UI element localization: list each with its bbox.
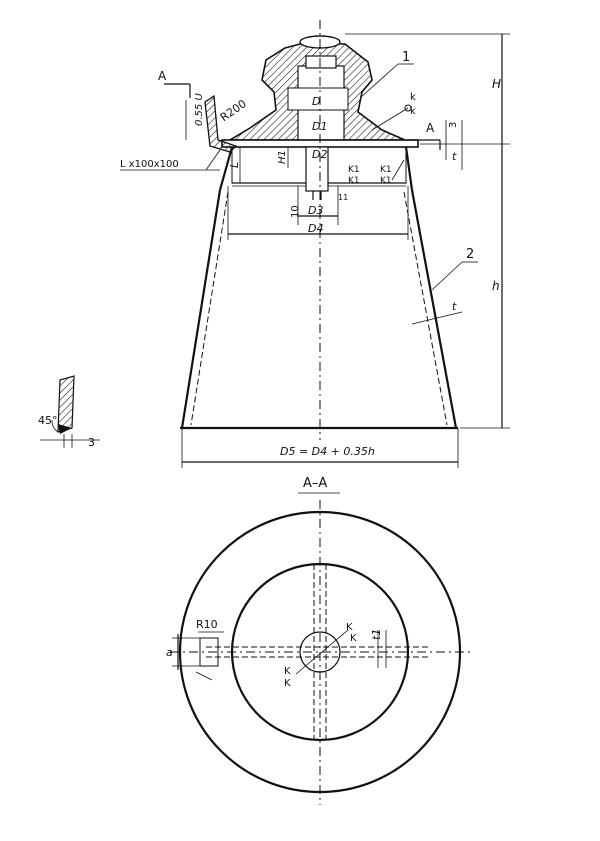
label-L: L [228,162,241,168]
label-K-c: K [284,666,291,677]
label-part-1: 1 [402,50,410,65]
section-a-a: A–A R10 a t1 K K K K [166,476,470,805]
label-D1: D1 [312,120,327,133]
label-k-a: k [410,92,416,103]
label-K1-b: K1 [348,176,360,186]
hub-d-zone [287,87,349,111]
label-a: a [166,646,173,659]
section-mark-left: A [158,69,167,83]
label-eleven: 11 [338,193,348,202]
label-K-b: K [350,633,357,644]
label-t-side: t [452,300,457,313]
section-title: A–A [303,476,327,491]
label-angle-45: 45° [38,414,58,427]
label-part-2: 2 [466,247,474,262]
weld-detail: 45° 3 [38,375,100,449]
label-R10: R10 [196,618,218,631]
label-D: D [312,95,320,108]
cone-inner-wall [190,191,229,426]
label-t1: t1 [370,629,383,640]
label-H: H [492,77,501,91]
label-D5-formula: D5 = D4 + 0.35h [280,445,375,458]
label-angle-profile: L x100x100 [120,159,179,170]
label-three-detail: 3 [88,436,95,449]
label-K-d: K [284,678,291,689]
label-t-top: t [452,150,457,163]
hub-top-nut [305,55,337,69]
label-ten: 10 [290,205,301,218]
label-k-b: k [410,106,416,117]
angle-bracket [204,94,238,153]
label-D3: D3 [308,204,323,217]
weld-mark-k [404,104,412,112]
label-D4: D4 [308,222,323,235]
section-mark-right: A [426,121,435,135]
label-D2: D2 [312,148,327,161]
label-055U: 0.55 U [194,93,205,126]
label-H1: H1 [277,150,288,164]
label-three-top: 3 [448,122,459,128]
label-K1-c: K1 [380,165,392,175]
slot-R10 [199,637,219,667]
label-R200: R200 [218,97,249,124]
label-h: h [492,279,500,293]
label-K-a: K [346,622,353,633]
label-K1-d: K1 [380,176,392,186]
cone-outer-wall [180,189,222,429]
label-K1-a: K1 [348,165,360,175]
elevation-view: H h A 3 t 1 2 t k k D D1 D2 K1 K1 [38,20,510,468]
